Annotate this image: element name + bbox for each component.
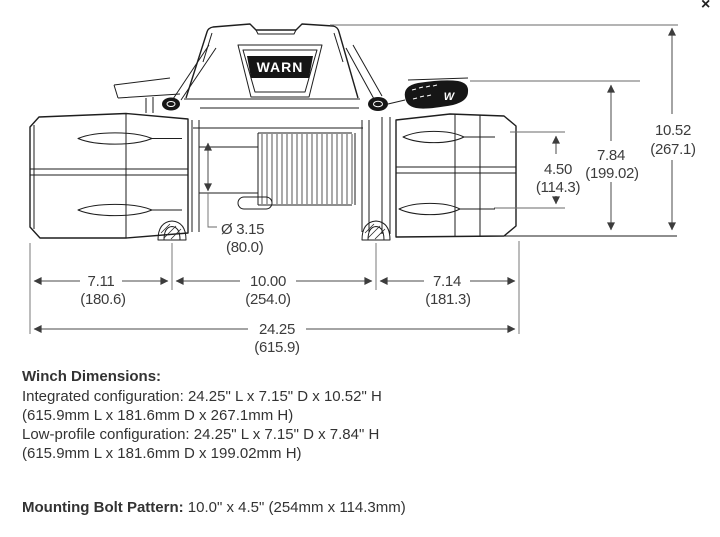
spec-line-low-profile: Low-profile configuration: 24.25" L x 7.…: [22, 426, 380, 443]
svg-text:(199.02): (199.02): [585, 165, 639, 182]
svg-text:(114.3): (114.3): [536, 179, 581, 196]
dim-motor-section: 7.11 (180.6): [33, 273, 169, 308]
mounting-bolt-pattern-label: Mounting Bolt Pattern:: [22, 499, 184, 516]
spec-line-integrated: Integrated configuration: 24.25" L x 7.1…: [22, 388, 382, 405]
motor-housing: [29, 77, 189, 241]
rope-drum: [191, 117, 391, 234]
svg-text:7.14: 7.14: [433, 273, 461, 290]
close-icon[interactable]: ×: [701, 0, 711, 13]
rope-anchor: [237, 196, 273, 210]
right-pivot-bolt: [368, 97, 388, 111]
svg-text:7.11: 7.11: [88, 273, 115, 290]
left-pivot-bolt: [162, 97, 180, 111]
svg-text:(181.3): (181.3): [425, 291, 471, 308]
svg-text:7.84: 7.84: [597, 147, 625, 164]
dim-overall-length: 24.25 (615.9): [33, 321, 516, 356]
clutch-lever: W: [387, 77, 469, 109]
dim-gear-section: 7.14 (181.3): [379, 273, 516, 308]
svg-text:(180.6): (180.6): [80, 291, 126, 308]
dim-drum-diameter: Ø 3.15 (80.0): [204, 142, 265, 256]
mounting-bolt-pattern-text: Mounting Bolt Pattern: 10.0" x 4.5" (254…: [22, 499, 406, 516]
winch-drawing: WARN W: [29, 23, 677, 241]
svg-text:(267.1): (267.1): [650, 141, 696, 158]
warn-logo-text: WARN: [257, 59, 304, 75]
spec-line-low-profile-mm: (615.9mm L x 181.6mm D x 199.02mm H): [22, 445, 302, 462]
svg-text:4.50: 4.50: [544, 161, 572, 178]
mounting-bolt-pattern-value: 10.0" x 4.5" (254mm x 114.3mm): [183, 499, 406, 516]
gear-housing: [361, 113, 677, 241]
control-pack: WARN: [162, 23, 388, 111]
dimension-extension-lines: [29, 241, 520, 334]
winch-dimension-diagram: WARN W 10.52 (267.1): [29, 23, 696, 356]
dim-bolt-pattern-height: 4.50 (114.3): [494, 131, 581, 209]
svg-text:(254.0): (254.0): [245, 291, 291, 308]
svg-text:10.52: 10.52: [655, 122, 691, 139]
winch-dimensions-text: Winch Dimensions: Integrated configurati…: [22, 367, 382, 463]
warn-logo: WARN: [237, 44, 323, 98]
svg-text:10.00: 10.00: [250, 273, 286, 290]
dim-overall-height: 10.52 (267.1): [330, 24, 696, 231]
spec-line-integrated-mm: (615.9mm L x 181.6mm D x 267.1mm H): [22, 407, 294, 424]
svg-text:(615.9): (615.9): [254, 339, 300, 356]
dim-low-profile-height: 7.84 (199.02): [470, 80, 640, 231]
svg-text:(80.0): (80.0): [226, 239, 264, 256]
svg-text:24.25: 24.25: [259, 321, 295, 338]
dim-bolt-pattern-length: 10.00 (254.0): [175, 273, 373, 308]
clutch-logo-text: W: [444, 91, 456, 103]
svg-text:Ø 3.15: Ø 3.15: [221, 221, 264, 238]
winch-dimensions-heading: Winch Dimensions:: [22, 368, 162, 385]
